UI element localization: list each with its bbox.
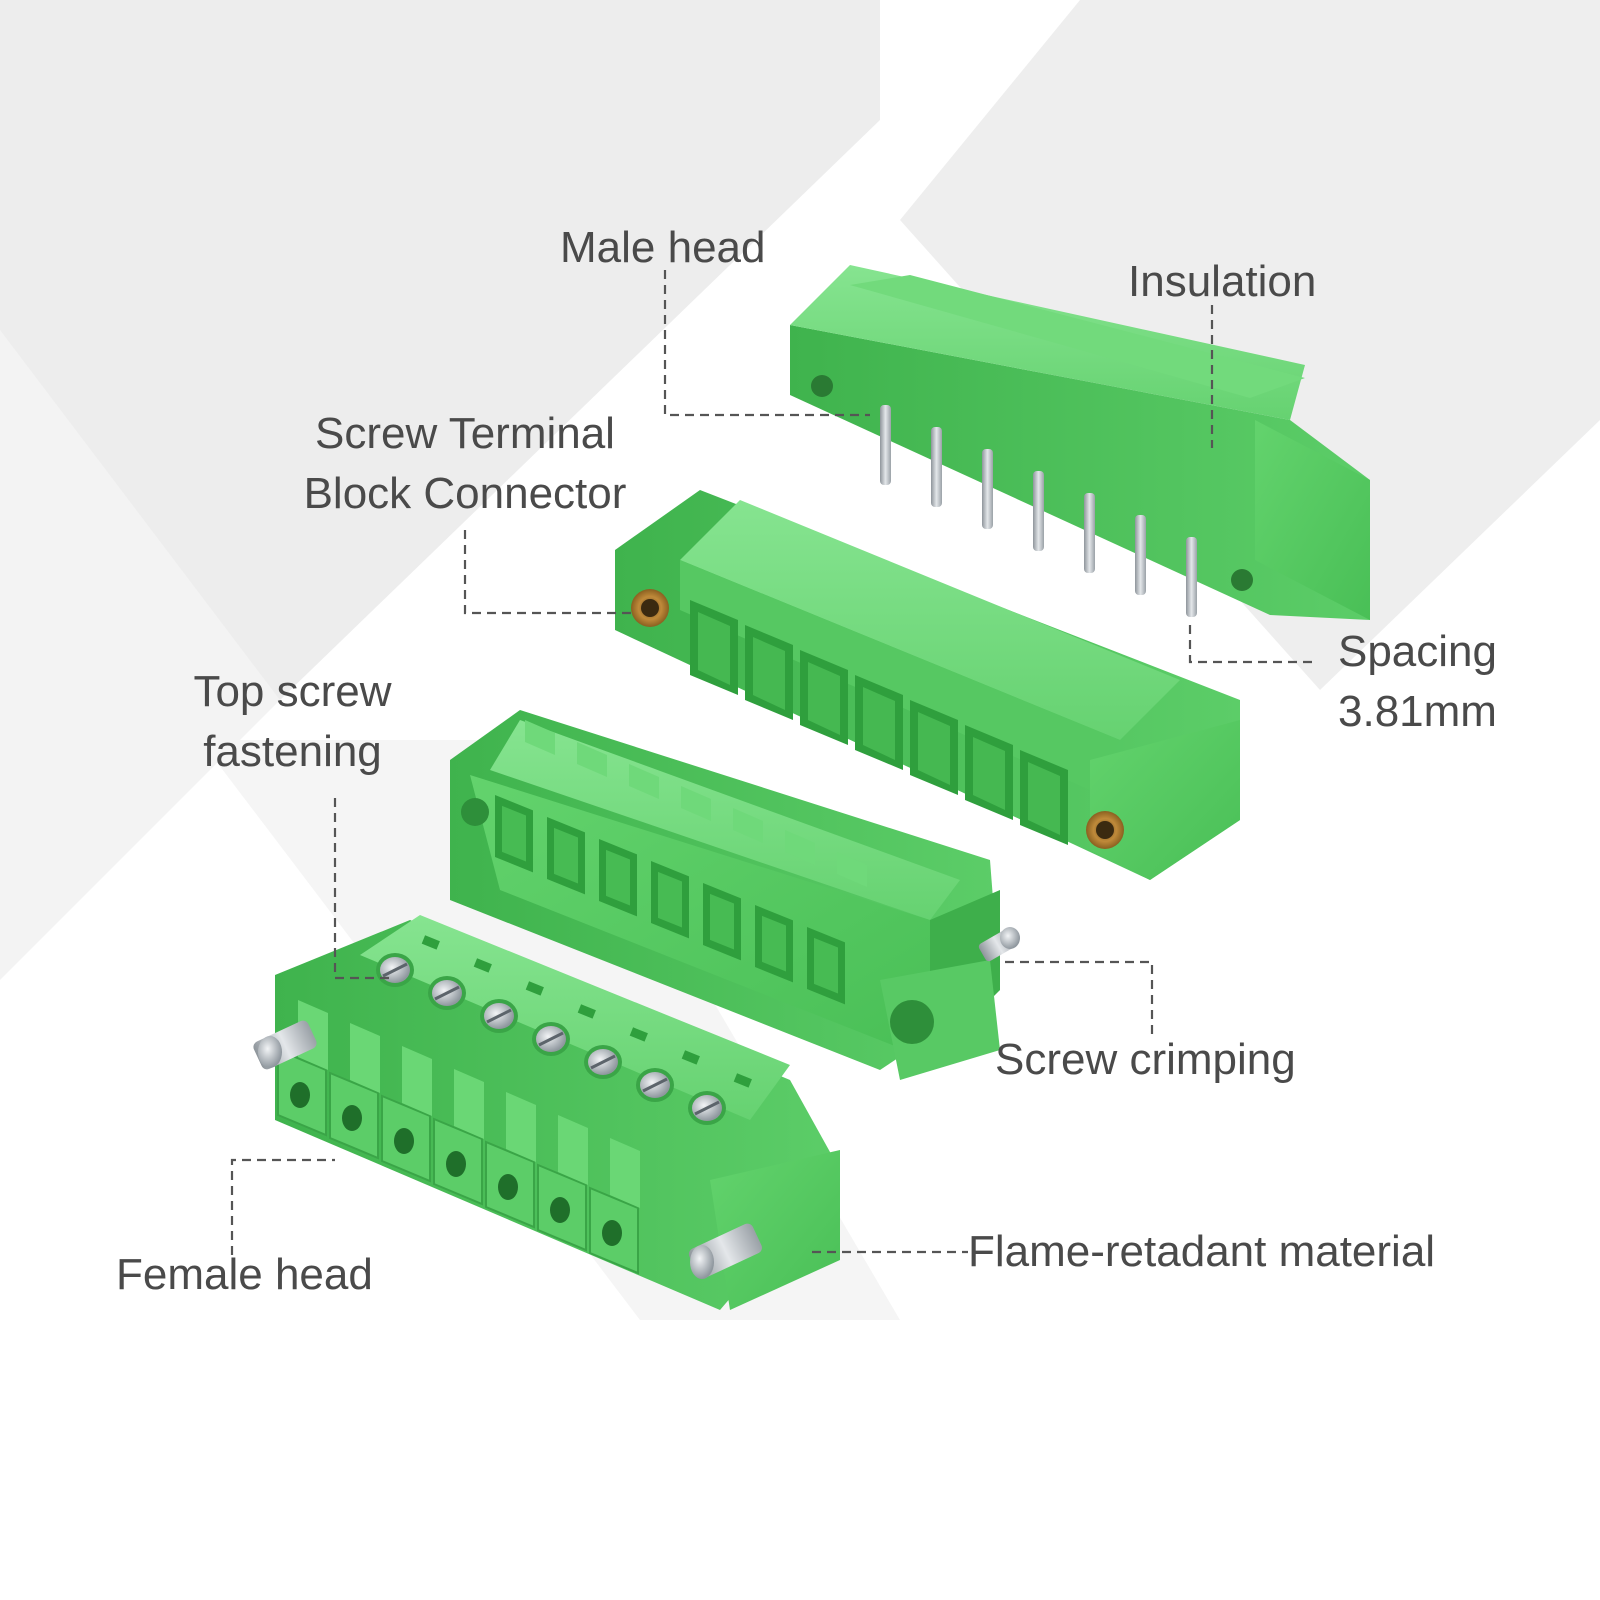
socket: [745, 625, 793, 720]
label-flame-retardant: Flame-retadant material: [968, 1227, 1436, 1276]
top-screw: [428, 958, 492, 1010]
bg-shape-mid: [0, 330, 280, 980]
socket-row: [495, 720, 867, 1005]
mounting-hole: [1231, 569, 1253, 591]
socket: [807, 927, 845, 1005]
socket: [855, 675, 903, 770]
label-female-head: Female head: [116, 1250, 373, 1299]
female-plug-rear: [450, 710, 1020, 1080]
rib: [681, 786, 711, 821]
pin: [982, 449, 993, 529]
pin: [880, 405, 891, 485]
leader-male-head: [663, 270, 870, 417]
socket: [800, 650, 848, 745]
screw: [688, 1223, 762, 1279]
label-screw-terminal-line2: Block Connector: [303, 469, 627, 518]
pin: [1033, 471, 1044, 551]
socket: [910, 700, 958, 795]
leader-top-screw: [333, 798, 395, 980]
label-spacing: Spacing 3.81mm: [1330, 622, 1505, 742]
wire-entry-row: [277, 1000, 640, 1275]
rib: [785, 830, 815, 865]
female-plug-front: [253, 915, 840, 1310]
pin: [1135, 515, 1146, 595]
label-screw-crimping: Screw crimping: [995, 1035, 1296, 1084]
pin-row: [880, 405, 1197, 617]
socket: [755, 905, 793, 983]
top-screw: [480, 981, 544, 1033]
wire-entry: [485, 1092, 536, 1229]
socket: [690, 600, 738, 695]
socket: [599, 839, 637, 917]
label-male-head: Male head: [560, 223, 766, 272]
male-header-socket: [615, 490, 1240, 880]
top-screw: [636, 1050, 700, 1102]
socket: [1020, 750, 1068, 845]
top-screw: [532, 1004, 596, 1056]
rib: [525, 720, 555, 755]
label-screw-terminal: Screw Terminal Block Connector: [290, 404, 640, 524]
wire-entry: [537, 1115, 588, 1252]
male-head-pcb: [790, 265, 1370, 620]
leader-female-head: [230, 1158, 335, 1255]
socket: [965, 725, 1013, 820]
screw: [253, 1020, 317, 1070]
socket: [547, 817, 585, 895]
top-screw: [688, 1073, 752, 1125]
socket: [703, 883, 741, 961]
label-spacing-line1: Spacing: [1337, 627, 1497, 676]
top-screw-row: [376, 935, 752, 1125]
label-top-screw-line1: Top screw: [193, 667, 392, 716]
top-screw: [584, 1027, 648, 1079]
leader-screw-terminal: [463, 530, 632, 615]
leader-spacing: [1188, 625, 1312, 664]
rib: [629, 764, 659, 799]
rib: [837, 852, 867, 887]
socket-row: [690, 600, 1068, 845]
label-insulation: Insulation: [1128, 257, 1317, 306]
wire-entry: [589, 1138, 640, 1275]
label-screw-terminal-line1: Screw Terminal: [315, 409, 615, 458]
label-top-screw-line2: fastening: [203, 727, 382, 776]
wire-entry: [329, 1023, 380, 1160]
label-top-screw: Top screw fastening: [180, 662, 405, 782]
pin: [1186, 537, 1197, 617]
pin: [1084, 493, 1095, 573]
bg-shape-right: [900, 0, 1600, 690]
rib: [733, 808, 763, 843]
rib: [577, 742, 607, 777]
mounting-hole: [890, 1000, 934, 1044]
wire-entry: [433, 1069, 484, 1206]
leader-screw-crimping: [1005, 960, 1154, 1040]
socket: [495, 795, 533, 873]
wire-entry: [381, 1046, 432, 1183]
pin: [931, 427, 942, 507]
label-spacing-line2: 3.81mm: [1338, 687, 1497, 736]
mounting-hole: [811, 375, 833, 397]
socket: [651, 861, 689, 939]
screw: [978, 927, 1020, 962]
bg-shape-left: [0, 0, 880, 700]
